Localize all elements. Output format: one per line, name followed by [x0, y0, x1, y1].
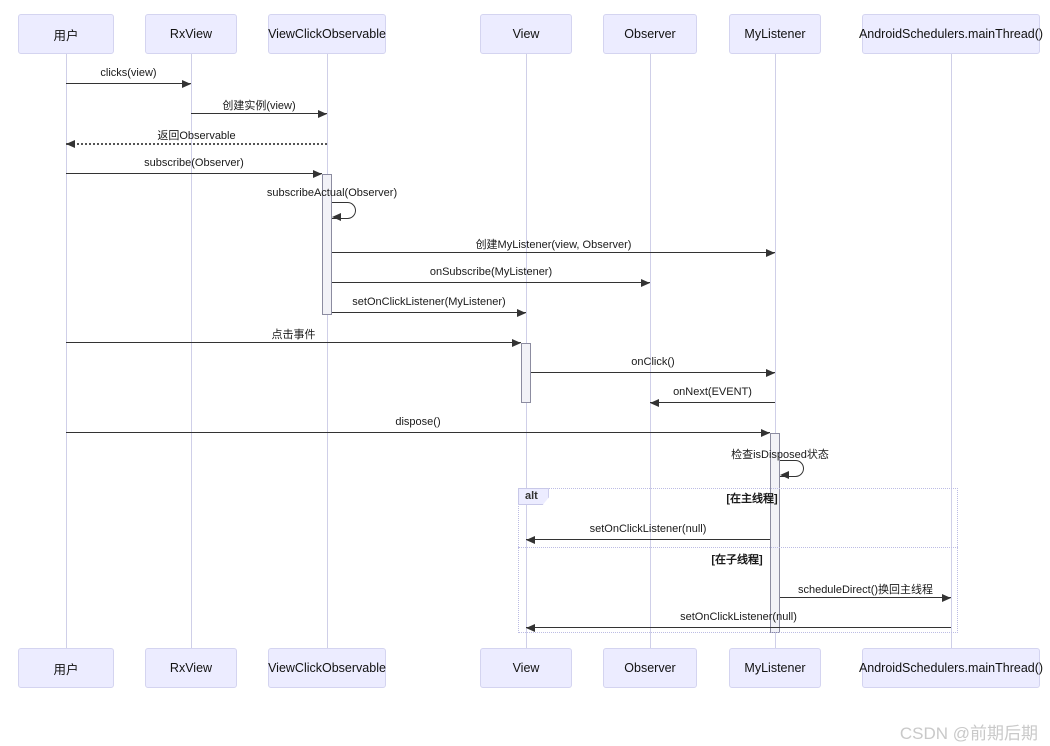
- arrowhead-icon: [182, 79, 191, 88]
- message-line: [332, 282, 650, 283]
- message-line: [66, 83, 191, 84]
- actor-label: RxView: [169, 27, 213, 41]
- lifeline-user: [65, 54, 67, 648]
- message-label: subscribeActual(Observer): [266, 187, 398, 199]
- message-line: [531, 372, 775, 373]
- actor-bottom-view: View: [480, 648, 572, 688]
- arrowhead-icon: [526, 535, 535, 544]
- alt-condition-label: [在主线程]: [726, 493, 778, 505]
- actor-label: 用户: [53, 662, 79, 677]
- actor-label: ViewClickObservable: [268, 27, 386, 41]
- message-line: [650, 402, 775, 403]
- message-line: [191, 113, 327, 114]
- message-line: [66, 143, 327, 145]
- actor-label: View: [512, 661, 540, 675]
- arrowhead-icon: [313, 169, 322, 178]
- actor-bottom-rxview: RxView: [145, 648, 237, 688]
- arrowhead-icon: [766, 248, 775, 257]
- actor-label: AndroidSchedulers.mainThread(): [858, 27, 1044, 41]
- message-label: scheduleDirect()换回主线程: [797, 584, 934, 596]
- actor-label: RxView: [169, 661, 213, 675]
- arrowhead-icon: [318, 109, 327, 118]
- lifeline-sched: [950, 54, 952, 648]
- arrowhead-icon: [517, 308, 526, 317]
- arrowhead-icon: [526, 623, 535, 632]
- arrowhead-icon: [761, 428, 770, 437]
- actor-top-vco: ViewClickObservable: [268, 14, 386, 54]
- actor-bottom-vco: ViewClickObservable: [268, 648, 386, 688]
- actor-label: 用户: [53, 28, 79, 43]
- message-label: subscribe(Observer): [144, 157, 244, 169]
- actor-top-mylistener: MyListener: [729, 14, 821, 54]
- arrowhead-icon: [780, 471, 789, 479]
- message-label: onClick(): [631, 356, 675, 368]
- message-label: clicks(view): [100, 67, 157, 79]
- message-label: 创建MyListener(view, Observer): [475, 239, 632, 251]
- actor-bottom-user: 用户: [18, 648, 114, 688]
- lifeline-rxview: [190, 54, 192, 648]
- actor-bottom-sched: AndroidSchedulers.mainThread(): [858, 648, 1044, 688]
- actor-label: ViewClickObservable: [268, 661, 386, 675]
- message-label: dispose(): [395, 416, 441, 428]
- actor-label: MyListener: [744, 27, 806, 41]
- arrowhead-icon: [766, 368, 775, 377]
- csdn-watermark: CSDN @前期后期: [899, 724, 1038, 743]
- message-label: 检查isDisposed状态: [731, 449, 829, 461]
- alt-condition-label: [在子线程]: [711, 554, 763, 566]
- message-label: setOnClickListener(null): [680, 611, 797, 623]
- message-line: [332, 312, 526, 313]
- arrowhead-icon: [512, 338, 521, 347]
- actor-top-observer: Observer: [603, 14, 697, 54]
- message-label: 创建实例(view): [222, 100, 296, 112]
- actor-label: View: [512, 27, 540, 41]
- message-line: [66, 342, 521, 343]
- message-label: 返回Observable: [157, 130, 236, 142]
- arrowhead-icon: [332, 213, 341, 221]
- actor-label: Observer: [624, 27, 676, 41]
- message-label: onNext(EVENT): [673, 386, 752, 398]
- message-line: [66, 432, 770, 433]
- message-line: [526, 627, 951, 628]
- self-message-loop: [780, 460, 804, 477]
- message-label: setOnClickListener(null): [589, 523, 707, 535]
- alt-section-divider: [518, 547, 958, 548]
- message-line: [780, 597, 951, 598]
- actor-top-view: View: [480, 14, 572, 54]
- arrowhead-icon: [66, 139, 75, 148]
- alt-frame: [518, 488, 958, 633]
- message-line: [332, 252, 775, 253]
- activation-vco: [322, 174, 332, 315]
- actor-label: MyListener: [744, 661, 806, 675]
- actor-label: Observer: [624, 661, 676, 675]
- alt-frame-label: alt: [518, 488, 549, 505]
- message-label: setOnClickListener(MyListener): [352, 296, 506, 308]
- lifeline-mylistener: [774, 54, 776, 648]
- arrowhead-icon: [641, 278, 650, 287]
- actor-top-user: 用户: [18, 14, 114, 54]
- actor-bottom-observer: Observer: [603, 648, 697, 688]
- message-label: onSubscribe(MyListener): [429, 266, 553, 278]
- message-line: [66, 173, 322, 174]
- actor-label: AndroidSchedulers.mainThread(): [858, 661, 1044, 675]
- message-label: 点击事件: [271, 329, 316, 341]
- arrowhead-icon: [942, 593, 951, 602]
- arrowhead-icon: [650, 398, 659, 407]
- message-line: [526, 539, 770, 540]
- actor-bottom-mylistener: MyListener: [729, 648, 821, 688]
- actor-top-rxview: RxView: [145, 14, 237, 54]
- self-message-loop: [332, 202, 356, 219]
- activation-view: [521, 343, 531, 403]
- lifeline-observer: [649, 54, 651, 648]
- lifeline-vco: [326, 54, 328, 648]
- actor-top-sched: AndroidSchedulers.mainThread(): [858, 14, 1044, 54]
